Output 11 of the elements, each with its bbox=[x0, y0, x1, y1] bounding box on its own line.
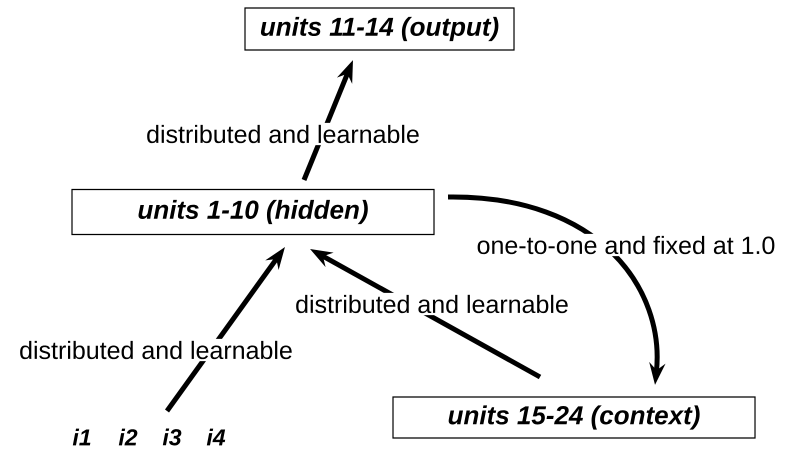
edge-label: distributed and learnable bbox=[144, 122, 422, 146]
edge-label: one-to-one and fixed at 1.0 bbox=[474, 234, 778, 256]
input-label: i4 bbox=[206, 428, 226, 446]
edge-label: distributed and learnable bbox=[17, 338, 295, 362]
edge-label: distributed and learnable bbox=[293, 292, 571, 316]
input-label: i3 bbox=[162, 428, 182, 446]
unit-box: units 11-14 (output) bbox=[244, 7, 515, 51]
input-label: i1 bbox=[72, 428, 90, 446]
input-label: i2 bbox=[118, 428, 138, 446]
unit-box: units 15-24 (context) bbox=[392, 396, 756, 439]
unit-box: units 1-10 (hidden) bbox=[71, 188, 435, 236]
